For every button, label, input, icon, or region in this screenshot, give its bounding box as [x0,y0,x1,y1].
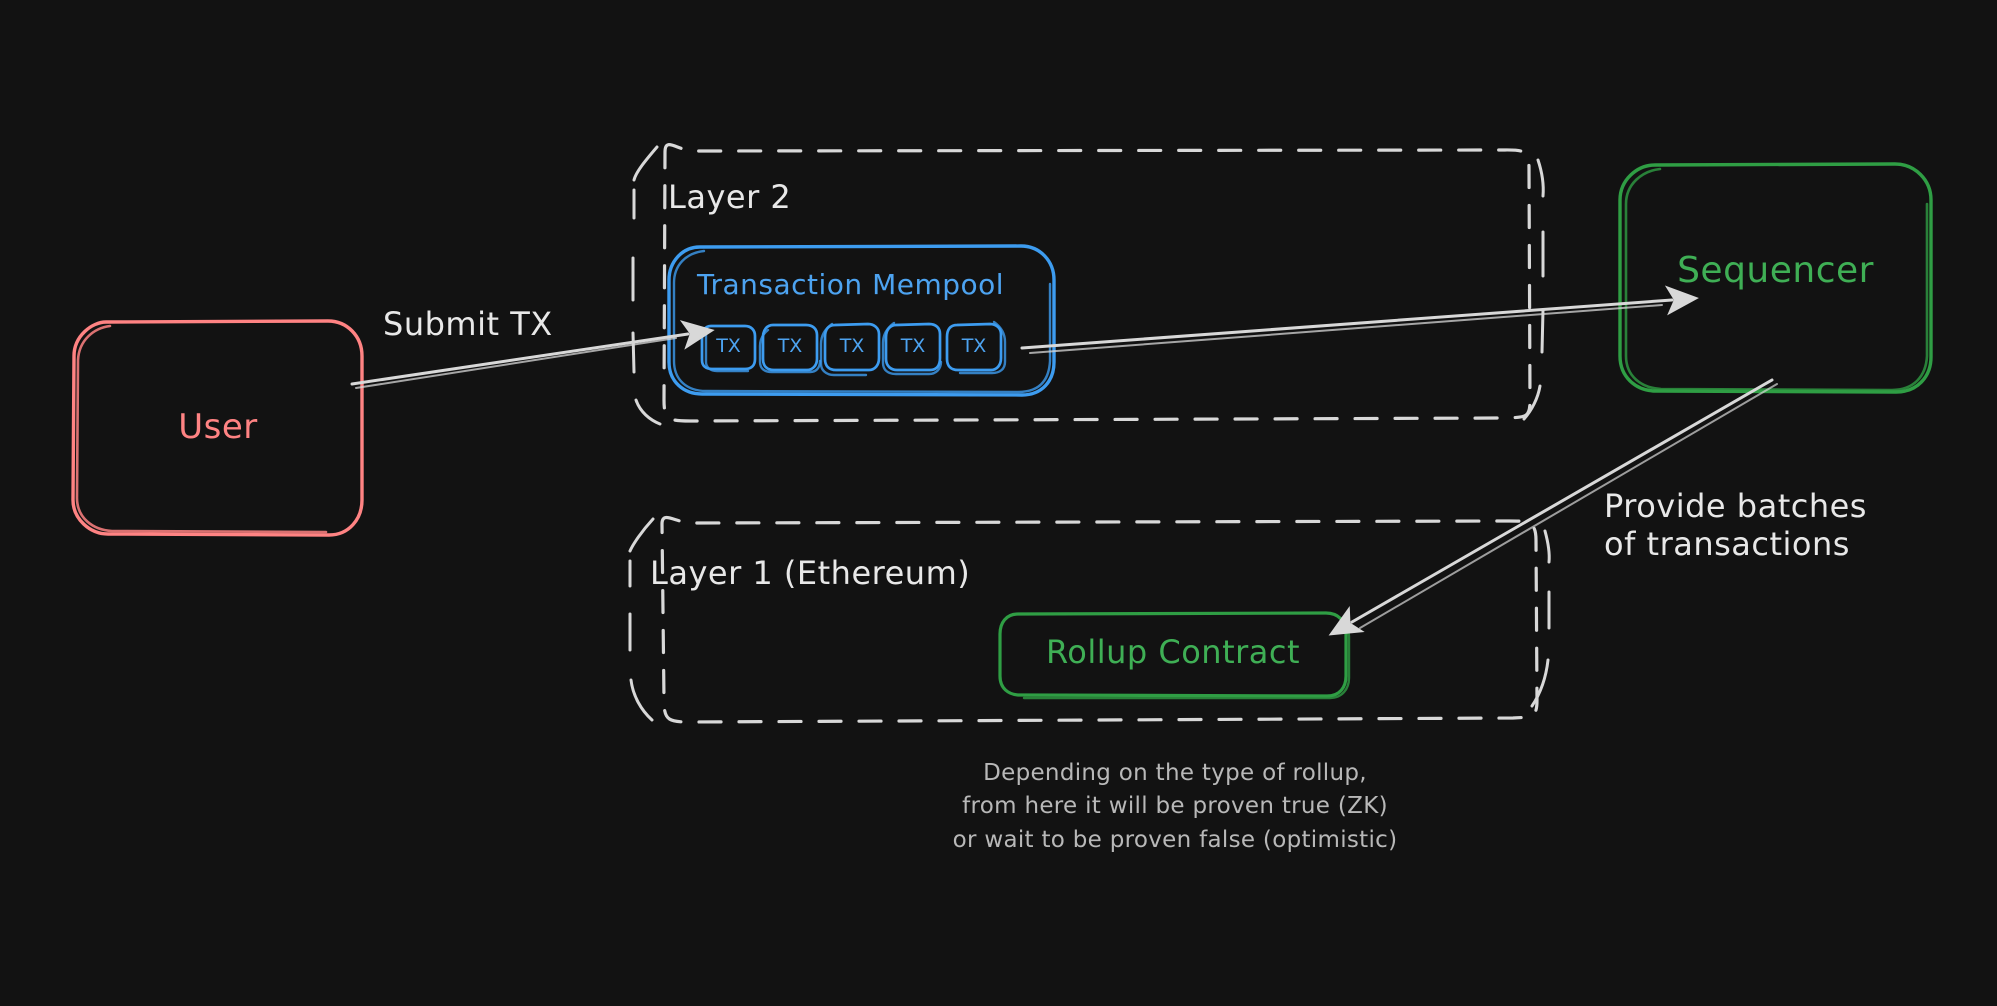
layer1-group-label: Layer 1 (Ethereum) [650,554,971,592]
edge-label-provide-batches: Provide batches of transactions [1604,487,1867,564]
tx-item-1-label[interactable]: TX [716,335,741,357]
tx-item-3-label[interactable]: TX [839,335,865,357]
arrow-mempool-to-sequencer [1020,285,1699,354]
sequencer-node[interactable] [1620,164,1932,393]
mempool-node[interactable] [669,246,1055,396]
layer2-group-label: Layer 2 [668,178,792,216]
rollup-type-note: Depending on the type of rollup, from he… [952,760,1398,853]
rollup-contract-node[interactable] [1000,613,1349,699]
user-node[interactable] [73,321,363,536]
tx-item-5-label[interactable]: TX [961,335,987,357]
tx-item-2-label[interactable]: TX [777,335,803,357]
edge-label-submit-tx: Submit TX [383,305,553,343]
tx-item-4-label[interactable]: TX [900,335,926,357]
